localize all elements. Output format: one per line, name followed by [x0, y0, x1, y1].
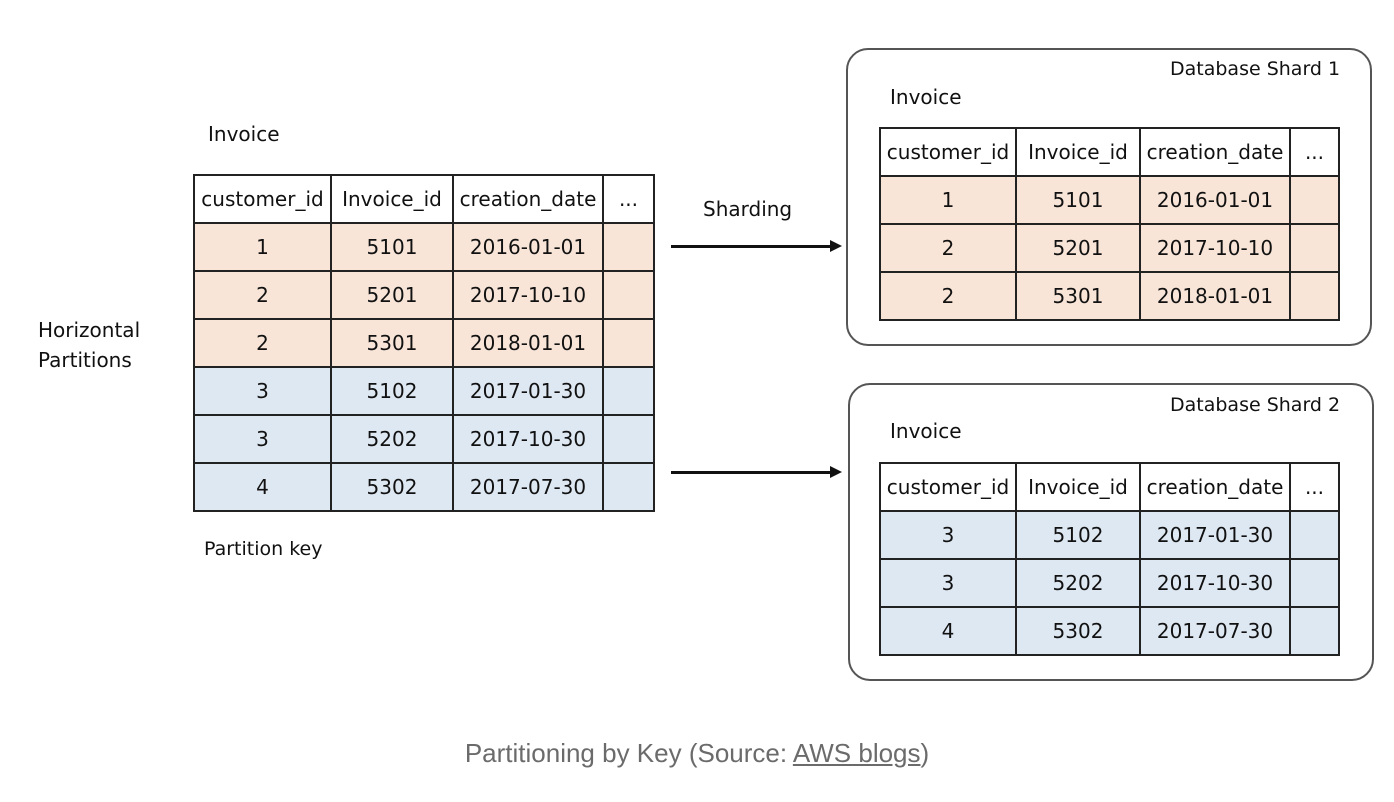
source-link[interactable]: AWS blogs [792, 738, 921, 768]
table-cell: 2 [193, 270, 332, 320]
column-header: creation_date [1139, 462, 1291, 512]
table-row: 2 5201 2017-10-10 [879, 223, 1340, 273]
shard-2-table: customer_id Invoice_id creation_date ...… [879, 462, 1340, 656]
table-cell: 2017-10-10 [1139, 223, 1291, 273]
table-cell: 5301 [330, 318, 454, 368]
table-cell: 3 [193, 414, 332, 464]
column-header: customer_id [879, 462, 1017, 512]
table-cell: 1 [879, 175, 1017, 225]
table-cell: 4 [879, 606, 1017, 656]
table-row: 2 5301 2018-01-01 [193, 318, 655, 368]
table-cell [1289, 510, 1340, 560]
shard-1-header-row: customer_id Invoice_id creation_date ... [879, 127, 1340, 177]
table-cell [602, 318, 655, 368]
table-cell [1289, 175, 1340, 225]
table-cell: 5301 [1015, 271, 1141, 321]
table-cell: 5302 [330, 462, 454, 512]
column-header: ... [1289, 462, 1340, 512]
table-cell: 1 [193, 222, 332, 272]
shard-1-table-title: Invoice [890, 85, 962, 109]
caption-prefix: Partitioning by Key (Source: [464, 738, 793, 768]
table-row: 3 5202 2017-10-30 [193, 414, 655, 464]
table-cell: 3 [193, 366, 332, 416]
table-cell [602, 222, 655, 272]
table-cell: 3 [879, 510, 1017, 560]
caption-suffix: ) [920, 738, 930, 768]
sharding-label: Sharding [703, 197, 793, 221]
table-cell [1289, 558, 1340, 608]
table-row: 2 5301 2018-01-01 [879, 271, 1340, 321]
shard-2-header-row: customer_id Invoice_id creation_date ... [879, 462, 1340, 512]
arrow-to-shard-1 [671, 245, 831, 248]
table-cell: 5101 [330, 222, 454, 272]
table-cell: 2018-01-01 [1139, 271, 1291, 321]
column-header: Invoice_id [1015, 127, 1141, 177]
source-table: customer_id Invoice_id creation_date ...… [193, 174, 655, 512]
table-cell: 5202 [330, 414, 454, 464]
table-cell: 2018-01-01 [452, 318, 604, 368]
table-row: 1 5101 2016-01-01 [879, 175, 1340, 225]
source-header-row: customer_id Invoice_id creation_date ... [193, 174, 655, 224]
table-cell: 2 [193, 318, 332, 368]
table-cell [602, 270, 655, 320]
table-cell: 5102 [1015, 510, 1141, 560]
source-table-title: Invoice [208, 122, 280, 146]
table-cell: 2017-01-30 [1139, 510, 1291, 560]
table-cell: 2017-07-30 [452, 462, 604, 512]
partition-key-label: Partition key [204, 538, 323, 560]
table-cell: 2017-10-30 [1139, 558, 1291, 608]
table-row: 3 5102 2017-01-30 [193, 366, 655, 416]
table-row: 1 5101 2016-01-01 [193, 222, 655, 272]
table-row: 4 5302 2017-07-30 [879, 606, 1340, 656]
shard-2-table-title: Invoice [890, 419, 962, 443]
column-header: creation_date [1139, 127, 1291, 177]
column-header: Invoice_id [330, 174, 454, 224]
table-row: 2 5201 2017-10-10 [193, 270, 655, 320]
table-cell: 5302 [1015, 606, 1141, 656]
shard-1-title: Database Shard 1 [1170, 58, 1341, 80]
column-header: creation_date [452, 174, 604, 224]
column-header: ... [602, 174, 655, 224]
table-cell: 3 [879, 558, 1017, 608]
table-cell: 2016-01-01 [452, 222, 604, 272]
table-cell: 5101 [1015, 175, 1141, 225]
figure-caption: Partitioning by Key (Source: AWS blogs) [0, 738, 1394, 769]
arrow-to-shard-2 [671, 471, 831, 474]
column-header: customer_id [879, 127, 1017, 177]
table-cell [602, 366, 655, 416]
table-cell: 2017-10-30 [452, 414, 604, 464]
table-cell: 5201 [330, 270, 454, 320]
horizontal-partitions-label: Horizontal Partitions [38, 318, 141, 372]
table-cell [602, 462, 655, 512]
table-cell: 5201 [1015, 223, 1141, 273]
table-cell: 4 [193, 462, 332, 512]
arrow-head-icon [830, 466, 842, 478]
table-cell [1289, 606, 1340, 656]
table-cell [602, 414, 655, 464]
table-row: 3 5202 2017-10-30 [879, 558, 1340, 608]
shard-2-title: Database Shard 2 [1170, 394, 1341, 416]
table-cell: 2017-10-10 [452, 270, 604, 320]
table-cell: 2 [879, 223, 1017, 273]
table-cell [1289, 223, 1340, 273]
column-header: ... [1289, 127, 1340, 177]
column-header: Invoice_id [1015, 462, 1141, 512]
table-cell: 2016-01-01 [1139, 175, 1291, 225]
table-cell: 5202 [1015, 558, 1141, 608]
table-cell: 2017-07-30 [1139, 606, 1291, 656]
arrow-head-icon [830, 240, 842, 252]
table-row: 3 5102 2017-01-30 [879, 510, 1340, 560]
table-cell: 2017-01-30 [452, 366, 604, 416]
table-cell [1289, 271, 1340, 321]
shard-1-table: customer_id Invoice_id creation_date ...… [879, 127, 1340, 321]
table-cell: 5102 [330, 366, 454, 416]
table-cell: 2 [879, 271, 1017, 321]
table-row: 4 5302 2017-07-30 [193, 462, 655, 512]
column-header: customer_id [193, 174, 332, 224]
